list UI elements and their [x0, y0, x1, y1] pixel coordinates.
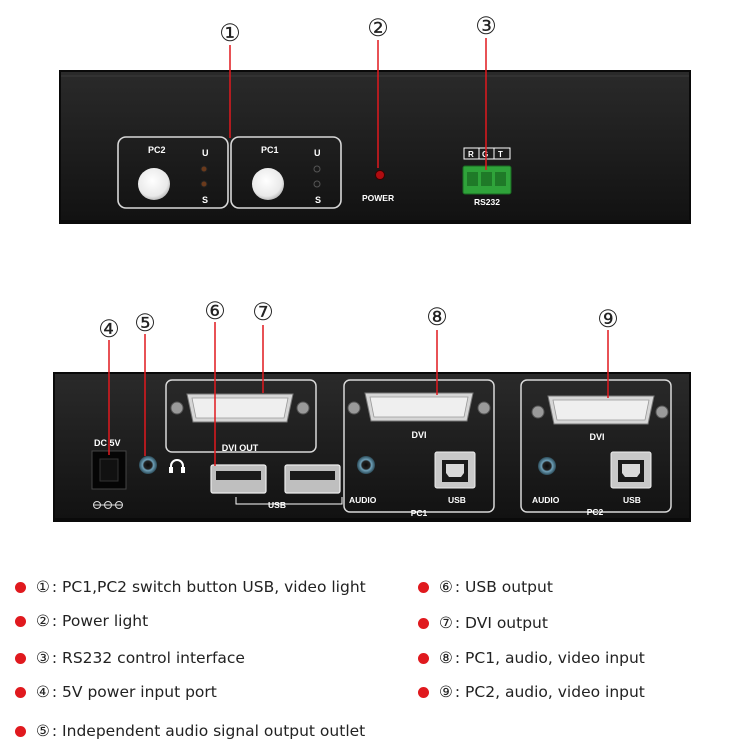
pc2-group-label: PC2 [587, 507, 604, 517]
callout-8: ⑧ [426, 304, 448, 331]
pc1-switch-button[interactable] [252, 168, 284, 200]
legend-item-1: ① : PC1,PC2 switch button USB, video lig… [15, 578, 366, 596]
legend-bullet-icon [15, 615, 26, 627]
pc1-led-u [313, 165, 321, 173]
pc1-input-group: DVI AUDIO USB PC1 [343, 379, 495, 518]
callout-9: ⑨ [597, 306, 619, 333]
legend-bullet-icon [15, 725, 26, 737]
legend-item-2: ② : Power light [15, 612, 148, 630]
legend-text: : USB output [454, 578, 553, 596]
legend-number: ⑤ [36, 722, 50, 740]
legend-item-7: ⑦ : DVI output [418, 614, 548, 632]
rs232-pin-t: T [498, 150, 503, 159]
legend-bullet-icon [15, 652, 26, 664]
pc1-usb-port[interactable] [434, 451, 476, 489]
pc2-input-group: DVI AUDIO USB PC2 [520, 379, 672, 517]
pc1-switch-group: PC1 U S [230, 136, 342, 209]
callout-6: ⑥ [204, 298, 226, 325]
pc1-audio-jack[interactable] [357, 456, 375, 474]
legend-item-3: ③ : RS232 control interface [15, 649, 245, 667]
power-label: POWER [362, 193, 394, 203]
pc1-label: PC1 [261, 145, 279, 155]
pc1-dvi-label: DVI [411, 430, 426, 440]
legend-bullet-icon [15, 581, 26, 593]
dvi-out-label: DVI OUT [222, 443, 259, 453]
legend-text: : RS232 control interface [51, 649, 245, 667]
rs232-label: RS232 [474, 197, 500, 207]
headphone-icon [170, 459, 184, 470]
usb-out-port-1[interactable] [210, 464, 267, 494]
callout-1: ① [219, 20, 241, 47]
pc1-dvi-port[interactable] [347, 392, 491, 422]
front-panel: PC2 U S PC1 U S POWER R G T [59, 38, 691, 224]
pc2-usb-label: USB [623, 495, 641, 505]
pc2-dvi-port[interactable] [531, 395, 669, 425]
pc1-led-u-label: U [314, 148, 321, 158]
legend-text: : 5V power input port [51, 683, 217, 701]
pc1-audio-label: AUDIO [349, 495, 377, 505]
legend-text: : Power light [51, 612, 149, 630]
pc2-led-u [200, 165, 208, 173]
legend-bullet-icon [418, 686, 429, 698]
legend-item-8: ⑧ : PC1, audio, video input [418, 649, 645, 667]
usb-group-label: USB [268, 500, 286, 510]
legend-item-4: ④ : 5V power input port [15, 683, 217, 701]
legend-number: ⑦ [439, 614, 453, 632]
legend-number: ④ [36, 683, 50, 701]
callout-2: ② [367, 15, 389, 42]
legend-bullet-icon [418, 581, 429, 593]
pc2-audio-jack[interactable] [538, 457, 556, 475]
pc1-group-label: PC1 [411, 508, 428, 518]
pc2-switch-group: PC2 U S [117, 136, 229, 209]
legend-text: : PC1, audio, video input [454, 649, 645, 667]
power-led [375, 170, 385, 180]
legend-number: ③ [36, 649, 50, 667]
callout-5: ⑤ [134, 310, 156, 337]
pc2-usb-port[interactable] [610, 451, 652, 489]
pc2-dvi-label: DVI [589, 432, 604, 442]
audio-out-jack[interactable] [139, 456, 157, 474]
legend-number: ② [36, 612, 50, 630]
pc1-usb-label: USB [448, 495, 466, 505]
legend-text: : PC1,PC2 switch button USB, video light [51, 578, 366, 596]
legend-number: ⑥ [439, 578, 453, 596]
legend: ① : PC1,PC2 switch button USB, video lig… [0, 570, 750, 750]
legend-number: ① [36, 578, 50, 596]
legend-number: ⑧ [439, 649, 453, 667]
rear-panel: DC 5V DVI OUT [53, 322, 691, 522]
rs232-port[interactable]: R G T RS232 [462, 147, 512, 207]
legend-text: : PC2, audio, video input [454, 683, 645, 701]
legend-bullet-icon [15, 686, 26, 698]
product-diagram: PC2 U S PC1 U S POWER R G T [53, 13, 691, 522]
callout-7: ⑦ [252, 299, 274, 326]
pc2-audio-label: AUDIO [532, 495, 560, 505]
pc1-led-s-label: S [315, 195, 321, 205]
legend-item-9: ⑨ : PC2, audio, video input [418, 683, 645, 701]
dc-power-port[interactable]: DC 5V [91, 438, 127, 509]
pc2-label: PC2 [148, 145, 166, 155]
pc2-switch-button[interactable] [138, 168, 170, 200]
dc-label: DC 5V [94, 438, 121, 448]
callout-4: ④ [98, 316, 120, 343]
pc2-led-u-label: U [202, 148, 209, 158]
legend-number: ⑨ [439, 683, 453, 701]
pc2-led-s [200, 180, 208, 188]
legend-item-5: ⑤ : Independent audio signal output outl… [15, 722, 365, 740]
pc2-led-s-label: S [202, 195, 208, 205]
legend-text: : DVI output [454, 614, 548, 632]
rs232-pin-g: G [482, 150, 488, 159]
legend-bullet-icon [418, 617, 429, 629]
legend-text: : Independent audio signal output outlet [51, 722, 366, 740]
usb-out-port-2[interactable] [284, 464, 341, 494]
legend-item-6: ⑥ : USB output [418, 578, 553, 596]
legend-bullet-icon [418, 652, 429, 664]
callout-3: ③ [475, 13, 497, 40]
pc1-led-s [313, 180, 321, 188]
rs232-pin-r: R [468, 150, 474, 159]
dvi-out-port[interactable] [165, 379, 317, 453]
